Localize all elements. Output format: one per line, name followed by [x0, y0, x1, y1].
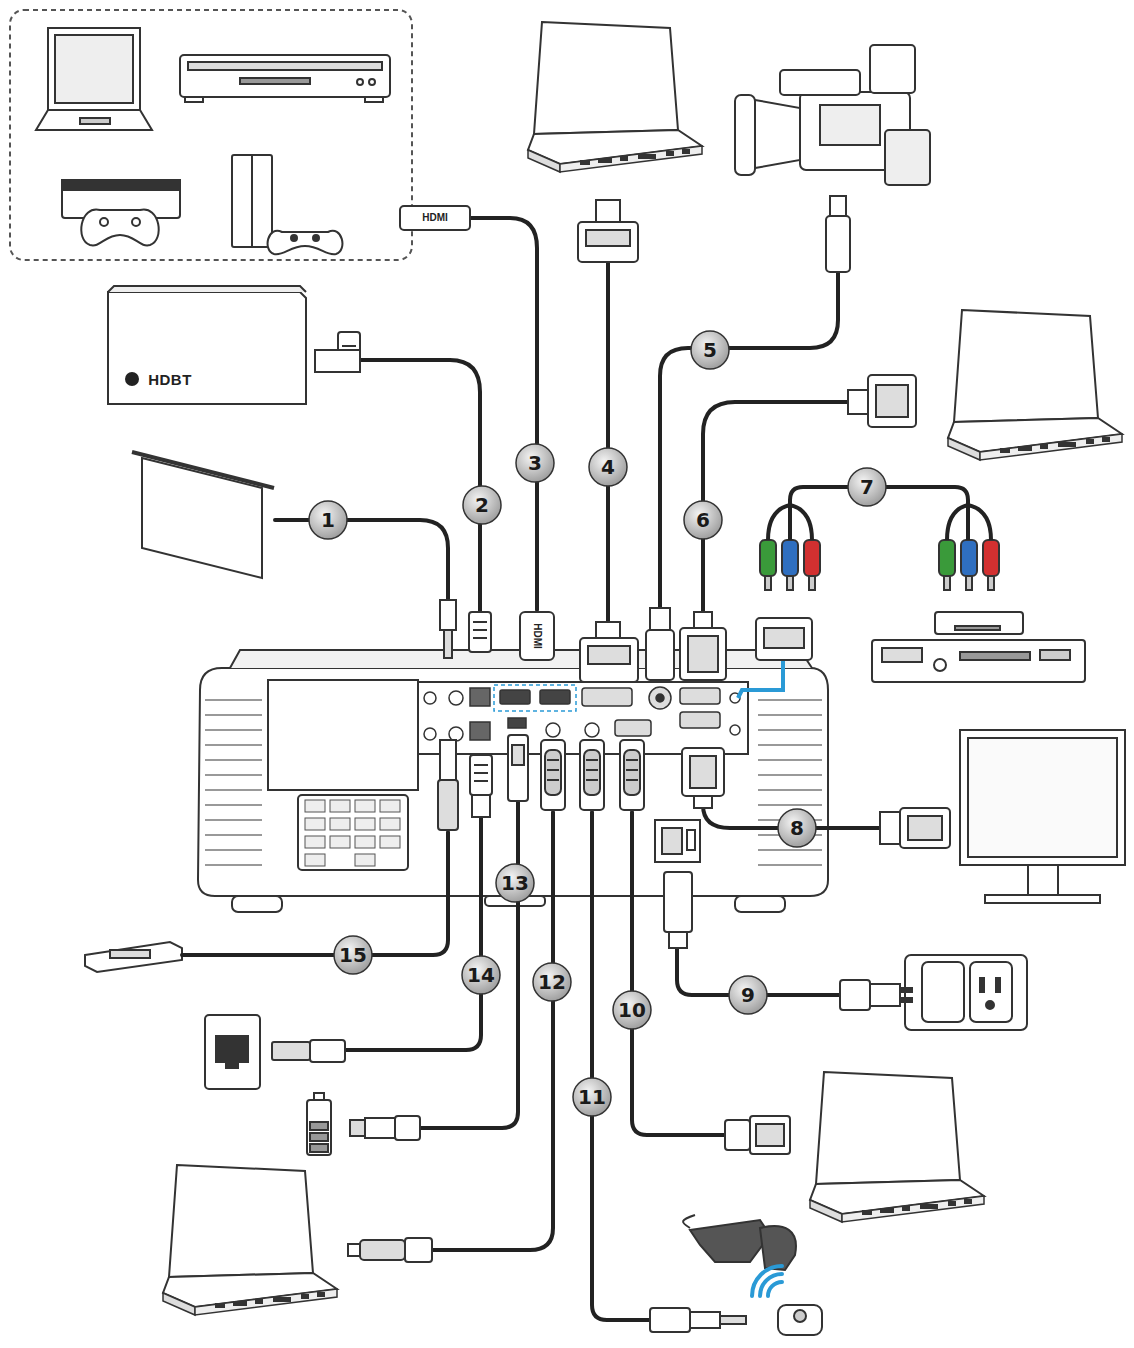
callout-number: 12	[538, 972, 566, 992]
callout-number: 15	[339, 945, 367, 965]
callout-number: 5	[703, 340, 717, 360]
callout-number: 7	[860, 477, 874, 497]
callout-number: 10	[618, 1000, 646, 1020]
callout-number: 14	[467, 965, 495, 985]
brand-logo: HDBT	[148, 372, 192, 387]
callout-number: 13	[501, 873, 529, 893]
callout-number: 4	[601, 457, 615, 477]
callout-number: 8	[790, 818, 804, 838]
callout-number: 11	[578, 1087, 606, 1107]
callout-number: 9	[741, 985, 755, 1005]
callout-number: 3	[528, 453, 542, 473]
connector-label: HDMI	[422, 213, 448, 223]
connector-label: HDMI	[532, 623, 542, 649]
callout-number: 1	[321, 510, 335, 530]
callout-number: 2	[475, 495, 489, 515]
callout-number: 6	[696, 510, 710, 530]
